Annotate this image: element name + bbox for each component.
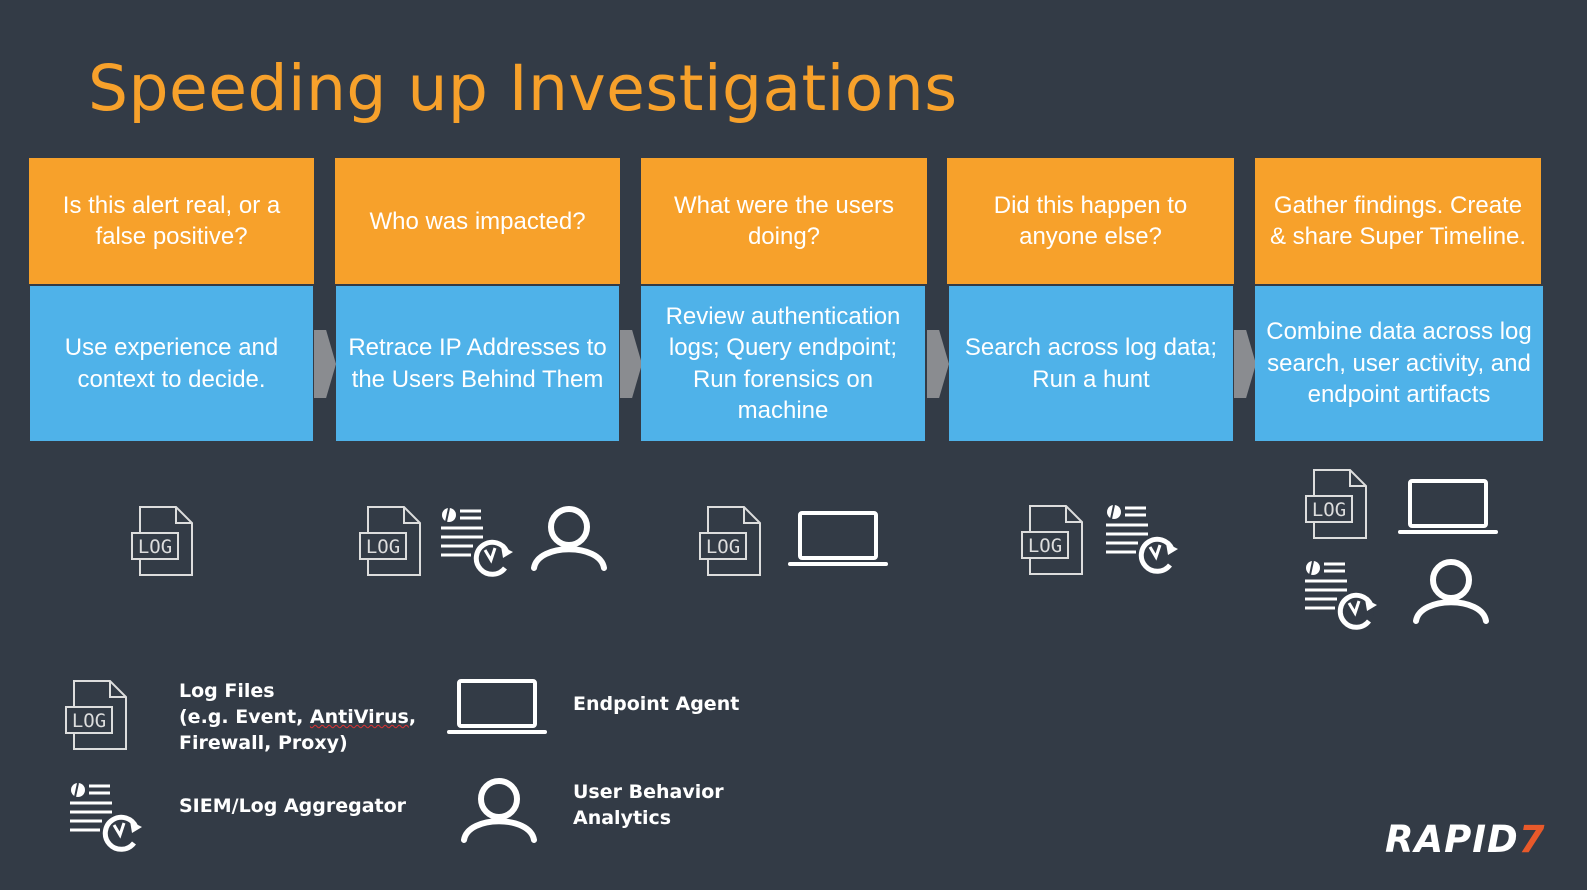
- step-1-action: Use experience and context to decide.: [30, 286, 313, 441]
- legend-log-file-icon: [64, 679, 130, 751]
- siem-icon: [1106, 505, 1184, 577]
- log-file-icon: [1304, 468, 1370, 540]
- log-file-icon: [358, 505, 424, 577]
- log-file-icon: [698, 505, 764, 577]
- step-1-question: Is this alert real, or a false positive?: [29, 158, 314, 284]
- logo-text: RAPID: [1385, 818, 1519, 861]
- laptop-icon: [788, 510, 888, 568]
- step-2-question: Who was impacted?: [335, 158, 620, 284]
- siem-icon: [441, 508, 519, 580]
- step-5-question: Gather findings. Create & share Super Ti…: [1255, 158, 1541, 284]
- legend-siem: SIEM/Log Aggregator: [179, 795, 407, 817]
- arrow-4: [1234, 330, 1256, 398]
- step-5-action: Combine data across log search, user act…: [1255, 286, 1543, 441]
- legend-laptop-icon: [447, 678, 547, 736]
- slide-title: Speeding up Investigations: [88, 52, 958, 125]
- arrow-1: [314, 330, 336, 398]
- rapid7-logo: RAPID7: [1385, 818, 1545, 861]
- legend-log-examples-text: (e.g. Event,: [179, 706, 310, 728]
- arrow-2: [620, 330, 642, 398]
- legend-endpoint-agent: Endpoint Agent: [573, 693, 740, 715]
- legend-log-title: Log Files: [179, 680, 275, 702]
- log-file-icon: [130, 505, 196, 577]
- legend-user-icon: [460, 777, 538, 843]
- log-file-icon: [1020, 504, 1086, 576]
- legend-log-antivirus: AntiVirus: [309, 706, 409, 728]
- user-icon: [530, 505, 608, 571]
- arrow-3: [927, 330, 949, 398]
- laptop-icon: [1398, 478, 1498, 536]
- legend-log-files: Log Files (e.g. Event, AntiVirus, Firewa…: [179, 678, 416, 756]
- legend-log-examples-2: Firewall, Proxy): [179, 732, 348, 754]
- user-icon: [1412, 558, 1490, 624]
- logo-mark: 7: [1518, 818, 1546, 861]
- step-3-action: Review authentication logs; Query endpoi…: [641, 286, 925, 441]
- step-3-question: What were the users doing?: [641, 158, 927, 284]
- legend-uba-line2: Analytics: [573, 807, 672, 829]
- step-2-action: Retrace IP Addresses to the Users Behind…: [336, 286, 619, 441]
- legend-log-comma: ,: [408, 706, 417, 728]
- legend-uba: User Behavior Analytics: [573, 779, 724, 831]
- legend-uba-line1: User Behavior: [573, 781, 724, 803]
- step-4-action: Search across log data; Run a hunt: [949, 286, 1233, 441]
- legend-log-examples: (e.g. Event, AntiVirus,: [179, 704, 416, 730]
- siem-icon: [1305, 561, 1383, 633]
- legend-siem-icon: [70, 783, 148, 855]
- step-4-question: Did this happen to anyone else?: [947, 158, 1234, 284]
